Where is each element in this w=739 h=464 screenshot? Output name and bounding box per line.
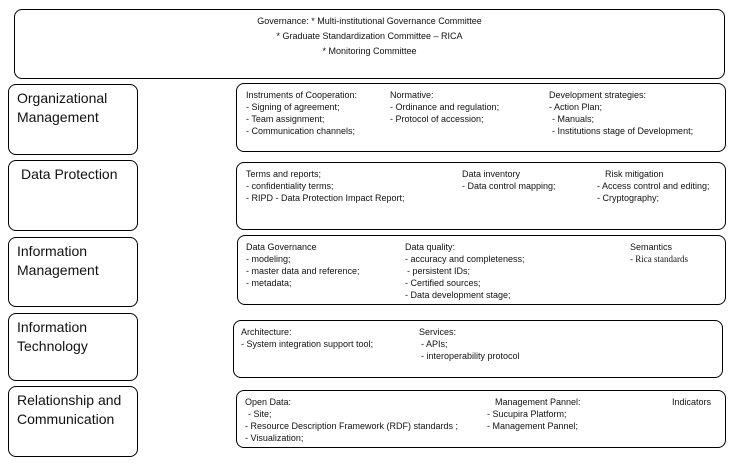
column-item: - Data development stage; [405,290,511,300]
label-information-technology: Information Technology [8,313,138,381]
column-item: - Access control and editing; [597,181,710,191]
column-terms-and-reports: Terms and reports; - confidentiality ter… [246,168,405,204]
column-item: - Data control mapping; [462,181,556,191]
column-title: Architecture: [241,327,292,337]
column-item: - Site; [248,409,272,419]
label-text: Organizational Management [17,90,108,125]
column-indicators: Indicators [672,396,711,408]
column-item: - Ordinance and regulation; [390,102,500,112]
column-item: - master data and reference; [246,266,360,276]
content-data-protection: Terms and reports; - confidentiality ter… [236,162,726,230]
governance-line-3: * Monitoring Committee [322,46,417,56]
label-text: Relationship and Communication [17,392,122,427]
column-title: Indicators [672,397,712,407]
column-architecture: Architecture: - System integration suppo… [241,326,373,350]
column-open-data: Open Data: - Site; - Resource Descriptio… [245,396,458,444]
column-title: Management Pannel: [495,397,581,407]
column-item: - Visualization; [245,433,304,443]
label-text: Information Management [17,243,99,278]
column-title: Services: [419,327,457,337]
column-item: - APIs; [421,339,448,349]
label-text: Information Technology [17,319,88,354]
column-data-quality: Data quality: - accuracy and completenes… [405,241,525,301]
column-item: - Signing of agreement; [246,102,340,112]
column-services: Services: - APIs; - interoperability pro… [419,326,520,362]
column-item: - accuracy and completeness; [405,254,525,264]
content-information-technology: Architecture: - System integration suppo… [233,320,723,378]
column-management-pannel: Management Pannel: - Sucupira Platform; … [487,396,581,432]
column-title: Normative: [390,90,434,100]
column-semantics: Semantics - Rica standards [630,241,688,265]
column-title: Semantics [630,242,673,252]
column-data-inventory: Data inventory - Data control mapping; [462,168,556,192]
label-relationship-and-communication: Relationship and Communication [8,386,138,457]
column-normative: Normative: - Ordinance and regulation; -… [390,89,499,125]
column-risk-mitigation: Risk mitigation - Access control and edi… [597,168,710,204]
column-title: Open Data: [245,397,292,407]
column-item: - Action Plan; [549,102,603,112]
column-title: Risk mitigation [605,169,664,179]
column-instruments-of-cooperation: Instruments of Cooperation: - Signing of… [246,89,357,137]
column-item: - Communication channels; [246,126,356,136]
column-development-strategies: Development strategies: - Action Plan; -… [549,89,693,137]
column-item: - RIPD - Data Protection Impact Report; [246,193,405,203]
content-organizational-management: Instruments of Cooperation: - Signing of… [236,83,726,152]
governance-line-2: * Graduate Standardization Committee – R… [276,31,463,41]
column-item: - Certified sources; [405,278,481,288]
column-title: Data quality: [405,242,456,252]
column-item: - modeling; [246,254,291,264]
content-information-management: Data Governance - modeling; - master dat… [237,235,726,305]
column-title: Development strategies: [549,90,647,100]
column-item: - Management Pannel; [487,421,579,431]
column-item: - Rica standards [630,254,688,264]
label-text: Data Protection [21,166,118,182]
column-data-governance: Data Governance - modeling; - master dat… [246,241,360,289]
column-item: - metadata; [246,278,292,288]
column-item: - confidentiality terms; [246,181,334,191]
column-item: - Institutions stage of Development; [552,126,694,136]
column-title: Instruments of Cooperation: [246,90,358,100]
label-organizational-management: Organizational Management [8,84,138,155]
column-item: - Resource Description Framework (RDF) s… [245,421,459,431]
column-item: - interoperability protocol [421,351,520,361]
governance-line-1: Governance: * Multi-institutional Govern… [257,16,482,26]
column-item: - Manuals; [552,114,595,124]
content-relationship-and-communication: Open Data: - Site; - Resource Descriptio… [236,390,726,448]
column-title: Data Governance [246,242,317,252]
column-item: - System integration support tool; [241,339,374,349]
column-item: - Protocol of accession; [390,114,484,124]
column-title: Terms and reports; [246,169,322,179]
label-information-management: Information Management [8,237,138,307]
column-item: - Cryptography; [597,193,660,203]
column-title: Data inventory [462,169,521,179]
column-item: - Sucupira Platform; [487,409,567,419]
label-data-protection: Data Protection [8,160,138,231]
column-item: - persistent IDs; [407,266,471,276]
governance-box: Governance: * Multi-institutional Govern… [14,9,725,79]
column-item: - Team assignment; [246,114,325,124]
